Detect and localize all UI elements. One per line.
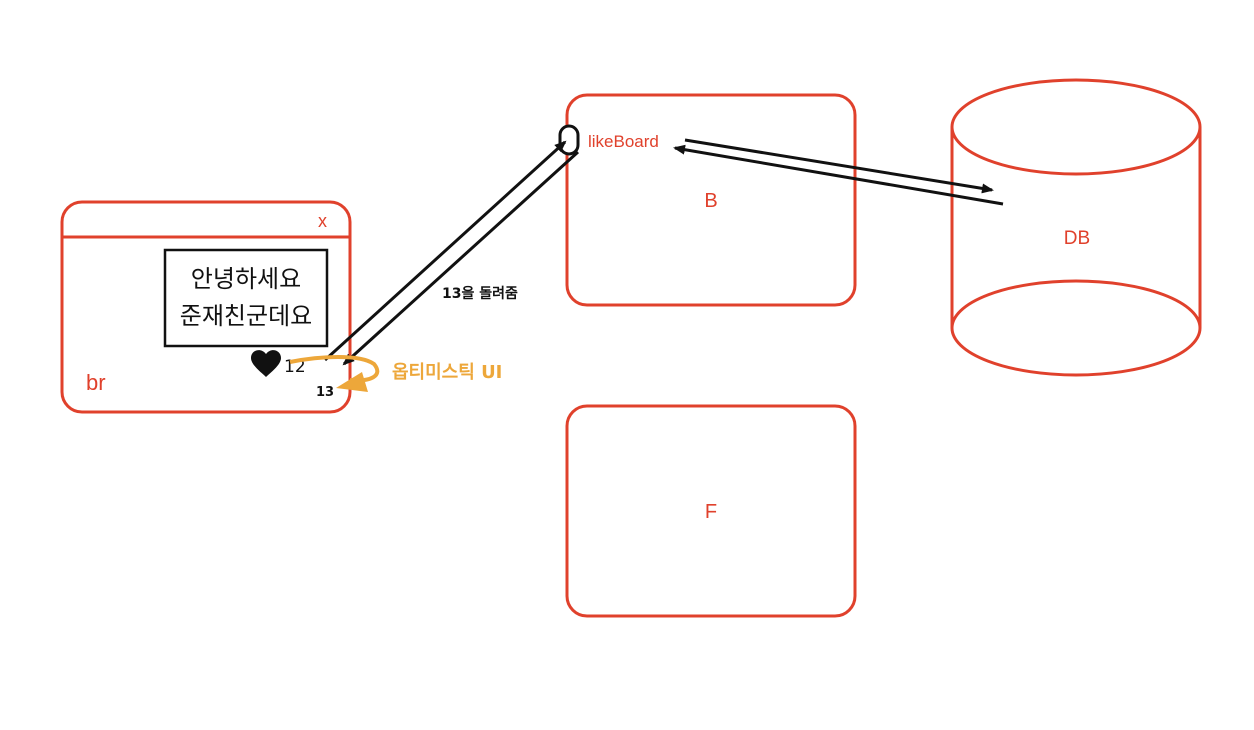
db-response-arrow: [673, 144, 1004, 206]
server-f-label: F: [705, 501, 717, 523]
browser-close-button[interactable]: x: [318, 211, 327, 231]
database-top: [950, 78, 1202, 176]
optimistic-update-curve: [289, 355, 380, 383]
browser-label: br: [86, 370, 106, 395]
updated-like-count: 13: [316, 385, 334, 400]
endpoint-icon: [558, 124, 580, 156]
post-card: [163, 248, 329, 348]
database-bottom: [950, 279, 1202, 377]
query-arrow: [684, 138, 994, 194]
like-board-endpoint-label: likeBoard: [588, 132, 659, 151]
post-text-line1: 안녕하세요: [191, 265, 301, 293]
server-b: B likeBoard: [558, 93, 857, 307]
request-arrow: [323, 140, 567, 362]
server-b-label: B: [704, 190, 717, 212]
database: DB: [950, 78, 1202, 377]
server-f: F: [565, 404, 857, 618]
heart-icon[interactable]: [251, 350, 281, 377]
response-arrow: [342, 150, 580, 366]
optimistic-arrowhead: [336, 372, 368, 392]
browser-window: x br 안녕하세요 준재친군데요 12 13: [60, 200, 352, 414]
database-label: DB: [1064, 228, 1090, 249]
response-label: 13을 돌려줌: [442, 285, 518, 302]
post-text-line2: 준재친군데요: [180, 302, 312, 330]
optimistic-ui-label: 옵티미스틱 UI: [392, 362, 502, 383]
